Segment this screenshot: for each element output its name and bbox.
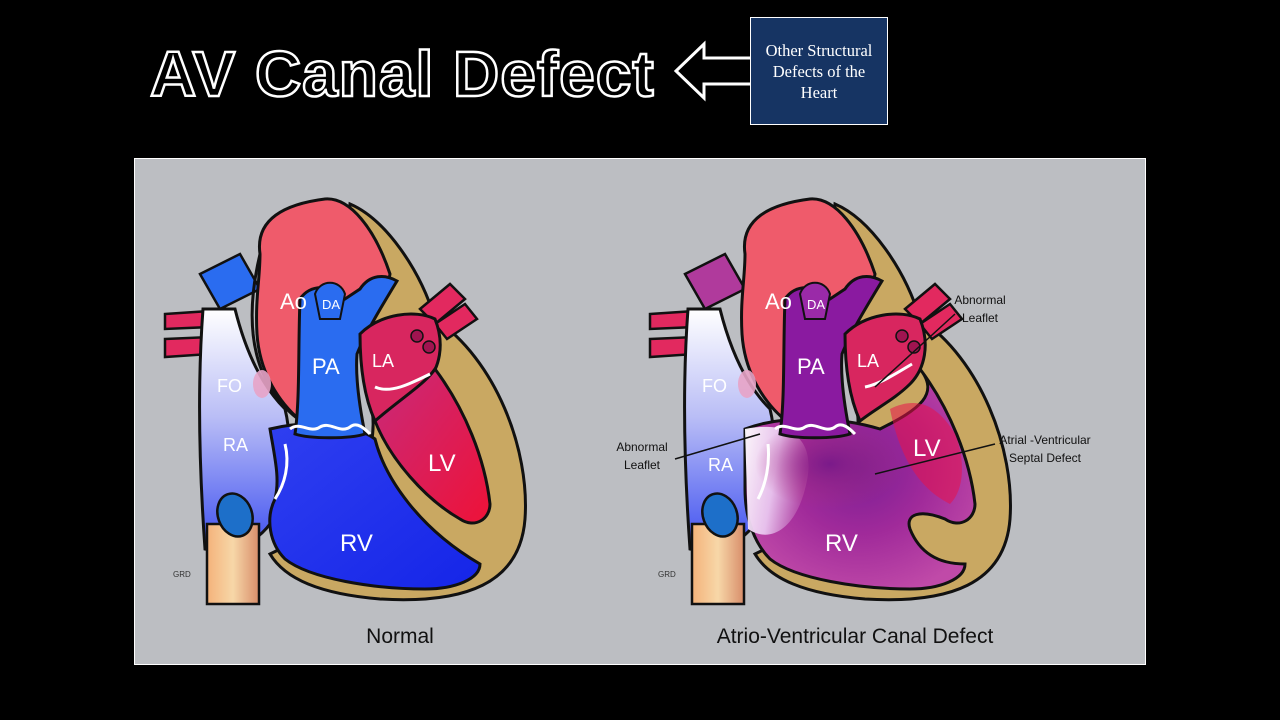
normal-label-da: DA xyxy=(322,297,340,312)
annotation-leaflet-left-line2: Leaflet xyxy=(624,458,661,472)
normal-label-grd: GRD xyxy=(173,570,191,579)
annotation-leaflet-top-line1: Abnormal xyxy=(954,293,1005,307)
defect-heart: Ao DA PA LA FO RA LV RV GRD Abnormal Lea… xyxy=(616,197,1091,606)
annotation-septal-line1: Atrial -Ventricular xyxy=(999,433,1090,447)
defect-label-rv: RV xyxy=(825,530,858,557)
annotation-leaflet-left-line1: Abnormal xyxy=(616,440,667,454)
normal-heart: Ao DA PA LA FO RA LV RV GRD xyxy=(163,197,527,606)
defect-label-ao: Ao xyxy=(765,289,792,314)
defect-label-lv: LV xyxy=(913,435,941,462)
normal-label-lv: LV xyxy=(428,450,456,477)
defect-label-pa: PA xyxy=(797,354,825,379)
slide-title: AV Canal Defect xyxy=(149,37,655,112)
normal-label-ao: Ao xyxy=(280,289,307,314)
defect-label-fo: FO xyxy=(702,376,727,396)
back-arrow-icon[interactable] xyxy=(672,40,754,102)
other-defects-link[interactable]: Other Structural Defects of the Heart xyxy=(750,17,888,125)
defect-label-la: LA xyxy=(857,351,879,371)
normal-rv xyxy=(268,422,482,591)
annotation-septal-line2: Septal Defect xyxy=(1009,451,1082,465)
caption-normal: Normal xyxy=(366,625,434,648)
normal-lv xyxy=(373,366,492,525)
normal-label-rv: RV xyxy=(340,530,373,557)
diagram-panel: Ao DA PA LA FO RA LV RV GRD xyxy=(134,158,1146,665)
normal-label-ra: RA xyxy=(223,435,248,455)
normal-label-la: LA xyxy=(372,351,394,371)
caption-defect: Atrio-Ventricular Canal Defect xyxy=(716,625,994,648)
other-defects-label: Other Structural Defects of the Heart xyxy=(765,40,873,102)
defect-label-grd: GRD xyxy=(658,570,676,579)
defect-label-ra: RA xyxy=(708,455,733,475)
normal-label-pa: PA xyxy=(312,354,340,379)
defect-label-da: DA xyxy=(807,297,825,312)
normal-label-fo: FO xyxy=(217,376,242,396)
heart-diagrams: Ao DA PA LA FO RA LV RV GRD xyxy=(163,197,1091,606)
annotation-leaflet-top-line2: Leaflet xyxy=(962,311,999,325)
